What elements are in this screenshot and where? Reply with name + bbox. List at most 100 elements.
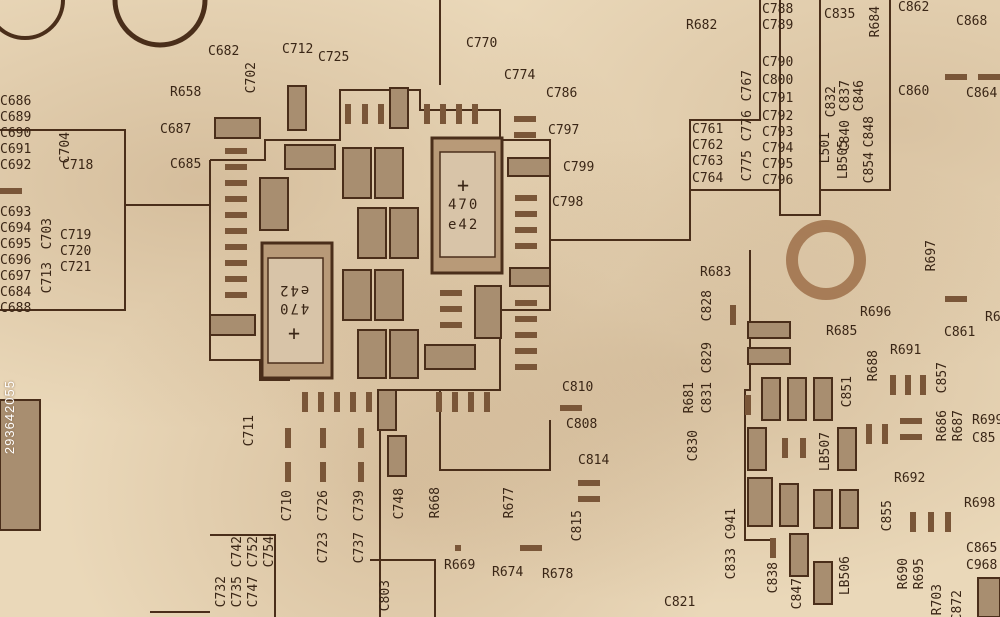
component-label: C814 [578, 453, 610, 468]
component-label: LB507 [818, 432, 833, 472]
component-label: C684 [0, 285, 32, 300]
component-label: C726 [316, 490, 331, 522]
component-label: C830 [686, 430, 701, 462]
component-label: R695 [912, 558, 927, 590]
component-label: C835 [824, 7, 856, 22]
component-label: R686 [935, 410, 950, 442]
component-label: C737 [352, 532, 367, 564]
component-label: C718 [62, 158, 94, 173]
component-label: C857 [935, 362, 950, 394]
component-label: C792 [762, 109, 794, 124]
component-label: R677 [502, 487, 517, 519]
component-label: C864 [966, 86, 998, 101]
component-label: R703 [930, 584, 945, 616]
component-label: C941 [724, 508, 739, 540]
component-label: C710 [280, 490, 295, 522]
component-label: C732 [214, 576, 229, 608]
component-label: C868 [956, 14, 988, 29]
component-label: C767 [740, 70, 755, 102]
component-label: C752 [246, 536, 261, 568]
component-label: C713 [40, 262, 55, 294]
svg-text:+: + [457, 173, 469, 197]
component-label: C748 [392, 488, 407, 520]
component-label: C815 [570, 510, 585, 542]
component-label: C693 [0, 205, 32, 220]
component-label: C739 [352, 490, 367, 522]
component-label: C838 [766, 562, 781, 594]
component-label: C833 [724, 548, 739, 580]
component-label: C796 [762, 173, 794, 188]
chip-marking-2: e42 [448, 217, 480, 233]
component-label: C821 [664, 595, 696, 610]
component-label: C799 [563, 160, 595, 175]
component-label: C720 [60, 244, 92, 259]
component-label: C829 [700, 342, 715, 374]
component-label: C848 [862, 116, 877, 148]
component-label: C685 [170, 157, 202, 172]
component-label: C764 [692, 171, 724, 186]
component-label: C862 [898, 0, 930, 15]
component-label: C687 [160, 122, 192, 137]
component-label: C851 [840, 376, 855, 408]
component-label: C770 [466, 36, 498, 51]
component-label: C703 [40, 218, 55, 250]
component-label: C721 [60, 260, 92, 275]
component-label: R658 [170, 85, 202, 100]
component-label: C810 [562, 380, 594, 395]
component-label: C763 [692, 154, 724, 169]
component-label: C695 [0, 237, 32, 252]
component-label: C712 [282, 42, 314, 57]
component-label: C686 [0, 94, 32, 109]
component-label: R696 [860, 305, 892, 320]
component-label: C754 [262, 536, 277, 568]
chip-marking-4: e42 [278, 282, 310, 298]
component-label: C872 [950, 590, 965, 617]
component-label: C775 [740, 150, 755, 182]
component-label: C786 [546, 86, 578, 101]
component-label: C696 [0, 253, 32, 268]
component-label: C837 [838, 80, 853, 112]
component-label: C697 [0, 269, 32, 284]
component-label: C968 [966, 558, 998, 573]
component-label: R685 [826, 324, 858, 339]
component-label: C800 [762, 73, 794, 88]
component-label: C762 [692, 138, 724, 153]
component-label: C855 [880, 500, 895, 532]
svg-text:+: + [288, 321, 300, 345]
component-label: C692 [0, 158, 32, 173]
component-label: C860 [898, 84, 930, 99]
component-label: R691 [890, 343, 922, 358]
component-label: C854 [862, 152, 877, 184]
component-label: L501 [818, 132, 833, 164]
component-label: C682 [208, 44, 240, 59]
component-label: C797 [548, 123, 580, 138]
component-label: C747 [246, 576, 261, 608]
component-label: C735 [230, 576, 245, 608]
component-label: R692 [894, 471, 926, 486]
stock-watermark: 293642055 [2, 380, 17, 455]
component-label: C711 [242, 415, 257, 447]
component-label: R683 [700, 265, 732, 280]
component-label: C761 [692, 122, 724, 137]
component-label: C798 [552, 195, 584, 210]
component-label: C793 [762, 125, 794, 140]
component-label: R698 [964, 496, 996, 511]
component-label: C803 [378, 580, 393, 612]
component-label: C774 [504, 68, 536, 83]
component-label: R684 [868, 6, 883, 38]
component-label: R697 [924, 240, 939, 272]
component-label: C776 [740, 110, 755, 142]
component-label: R668 [428, 487, 443, 519]
component-label: C690 [0, 126, 32, 141]
component-label: R681 [682, 382, 697, 414]
component-label: C847 [790, 578, 805, 610]
component-label: R674 [492, 565, 524, 580]
component-label: C694 [0, 221, 32, 236]
component-label: C691 [0, 142, 32, 157]
component-label: C795 [762, 157, 794, 172]
chip-marking-3: 470 [278, 300, 310, 316]
component-label: C725 [318, 50, 350, 65]
component-label: R690 [896, 558, 911, 590]
